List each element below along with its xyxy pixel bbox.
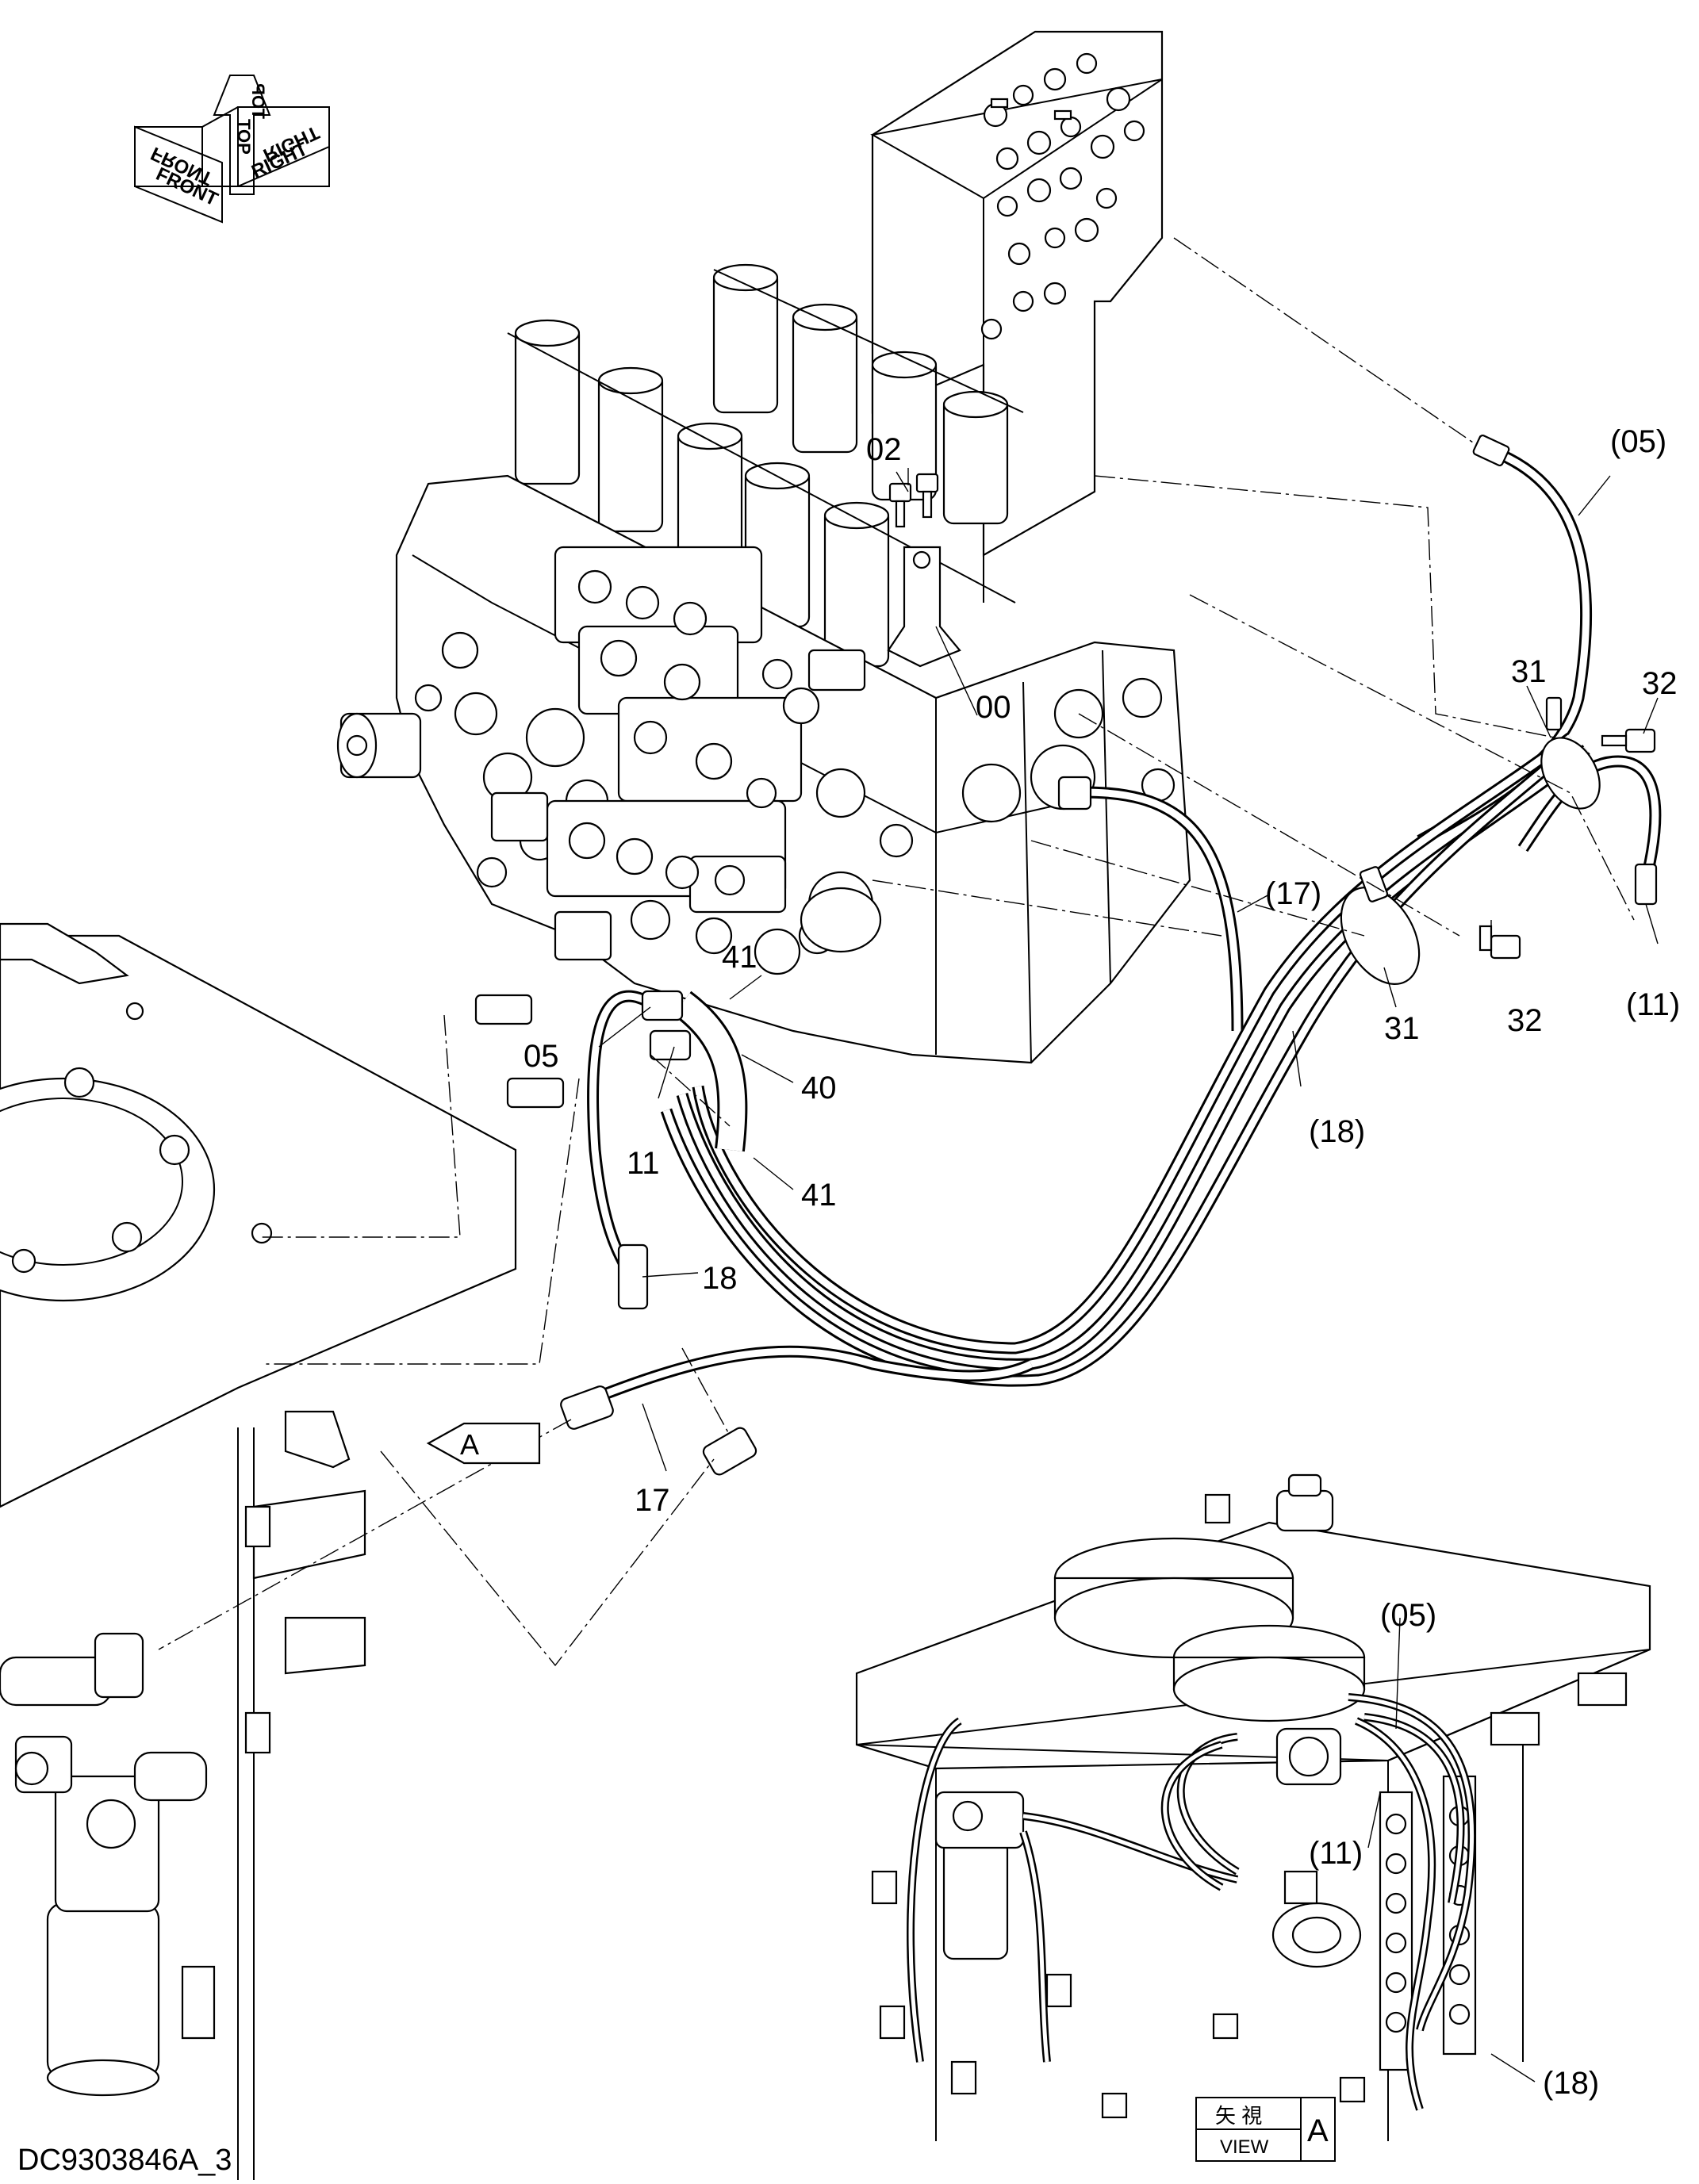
callout-41-bottom: 41 xyxy=(801,1178,837,1213)
view-a-arrow-letter: A xyxy=(460,1428,479,1461)
callout-17-small: 17 xyxy=(635,1483,670,1518)
main-control-valve xyxy=(336,30,1191,1064)
callout-11-paren: (11) xyxy=(1626,987,1680,1022)
view-a-callout-05: (05) xyxy=(1380,1598,1436,1633)
callout-31-top: 31 xyxy=(1511,654,1547,689)
view-a-callout-18: (18) xyxy=(1543,2066,1599,2101)
bolts-part-32 xyxy=(1478,728,1656,960)
view-a-box-kanji: 矢 視 xyxy=(1215,2104,1262,2128)
callout-05-small: 05 xyxy=(524,1039,559,1074)
callout-40: 40 xyxy=(801,1071,837,1105)
pilot-block-fittings xyxy=(980,52,1145,340)
callout-18-paren: (18) xyxy=(1309,1114,1365,1149)
callout-17-paren: (17) xyxy=(1265,876,1321,911)
leader-lines xyxy=(158,237,1635,1667)
bracket-part-00 xyxy=(887,546,961,668)
callout-41-top: 41 xyxy=(722,940,757,975)
callout-02: 02 xyxy=(866,432,902,467)
view-a-callout-11: (11) xyxy=(1309,1836,1363,1871)
view-a-inset xyxy=(855,1473,1651,2141)
frame-and-tank xyxy=(0,922,517,2180)
callouts: 00 02 (05) 31 32 (17) 31 32 (11) (18) 41… xyxy=(524,424,1680,2101)
view-a-box-view: VIEW xyxy=(1220,2136,1269,2158)
view-a-arrow: A xyxy=(426,1422,541,1465)
orientation-symbol: FRONT FRONT TOP TOP RIGHT RIGHT xyxy=(134,75,330,224)
view-a-box-letter: A xyxy=(1307,2113,1329,2148)
callout-05-main: (05) xyxy=(1610,424,1666,459)
callout-leaders xyxy=(598,468,1659,1472)
pilot-filter-assembly xyxy=(0,1632,208,2097)
callout-31-bottom: 31 xyxy=(1384,1011,1420,1046)
view-a-label-box: 矢 視 VIEW A xyxy=(1195,2097,1336,2162)
callout-00: 00 xyxy=(976,690,1011,725)
bolts-part-02 xyxy=(888,473,939,528)
hoses xyxy=(474,434,1662,1476)
drawing-id: DC9303846A_3 xyxy=(17,2144,232,2177)
orientation-top: TOP xyxy=(234,119,254,155)
callout-11-small: 11 xyxy=(627,1146,660,1181)
callout-32-top: 32 xyxy=(1642,666,1678,701)
orientation-top-mirrored: TOP xyxy=(248,83,268,119)
callout-18-small: 18 xyxy=(702,1261,738,1296)
callout-32-bottom: 32 xyxy=(1507,1003,1543,1038)
solenoid-cluster xyxy=(490,546,866,961)
